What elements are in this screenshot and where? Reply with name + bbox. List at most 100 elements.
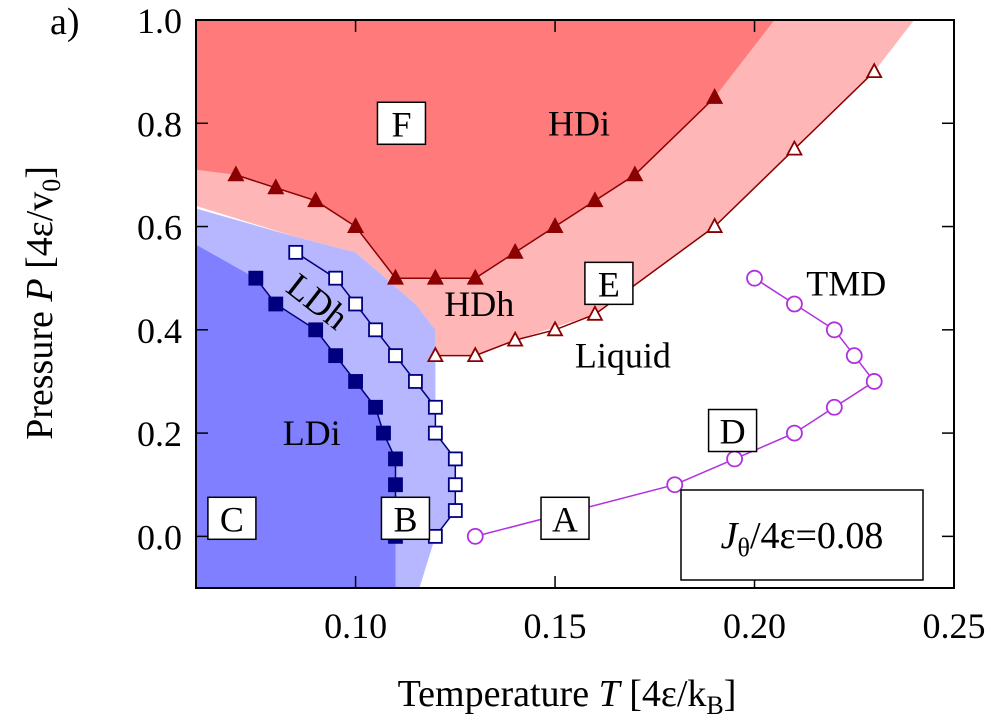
x-axis-label-prefix: Temperature bbox=[398, 673, 599, 715]
series-2-triangle-filled-marker bbox=[426, 268, 444, 285]
parameter-annotation-text: Jθ/4ε=0.08 bbox=[721, 515, 884, 562]
boxed-label-c: C bbox=[220, 499, 244, 539]
series-4-circle-open-marker bbox=[466, 527, 484, 545]
series-3-triangle-open-marker bbox=[785, 139, 803, 156]
series-3-triangle-open-marker bbox=[546, 320, 564, 337]
x-axis-label-unit: [4ε/k bbox=[620, 673, 707, 715]
series-2-triangle-filled-line bbox=[235, 96, 716, 279]
region-label-liquid: Liquid bbox=[575, 336, 671, 376]
parameter-annotation: Jθ/4ε=0.08 bbox=[680, 489, 924, 581]
series-1-square-open-marker bbox=[447, 503, 463, 518]
series-0-square-filled-marker bbox=[376, 425, 391, 441]
x-tick-label: 0.25 bbox=[923, 606, 986, 646]
series-2-triangle-filled-marker bbox=[267, 178, 285, 195]
y-axis-label-prefix: Pressure bbox=[19, 302, 61, 440]
boxed-label-f: F bbox=[391, 104, 411, 144]
series-3-triangle-open-marker bbox=[426, 346, 444, 363]
series-1-square-open-marker bbox=[447, 451, 463, 467]
y-axis-label-close: ] bbox=[19, 166, 61, 179]
series-3-triangle-open-marker bbox=[586, 304, 604, 321]
boxed-label-c-box bbox=[207, 496, 257, 541]
annotation-sub: θ bbox=[737, 533, 749, 562]
series-4-circle-open-marker bbox=[666, 476, 684, 494]
boxed-label-d-box bbox=[707, 408, 758, 453]
series-2-triangle-filled-marker bbox=[626, 165, 644, 182]
region-label-hdi: HDi bbox=[548, 103, 610, 143]
panel-label: a) bbox=[50, 1, 80, 43]
series-2-triangle-filled-marker bbox=[506, 242, 524, 259]
plot-frame bbox=[195, 19, 955, 589]
series-1-square-open-marker bbox=[288, 244, 304, 260]
series-1-square-open-marker bbox=[427, 425, 443, 441]
y-axis-label-sub: 0 bbox=[37, 179, 66, 192]
region-hdh bbox=[196, 20, 915, 356]
y-tick-label: 0.0 bbox=[137, 517, 182, 557]
series-4-circle-open-marker bbox=[825, 398, 843, 416]
boxed-label-e-box bbox=[584, 261, 634, 306]
series-1-square-open-marker bbox=[348, 296, 363, 312]
annotation-var: J bbox=[721, 515, 740, 557]
x-axis-label-var: T bbox=[599, 673, 623, 715]
series-2-triangle-filled-marker bbox=[307, 191, 325, 208]
region-label-ldi: LDi bbox=[283, 413, 341, 453]
series-0-square-filled-marker bbox=[268, 296, 284, 312]
series-3-triangle-open-marker bbox=[466, 346, 484, 363]
series-4-circle-open-marker bbox=[865, 373, 883, 390]
x-tick-label: 0.15 bbox=[524, 606, 587, 646]
series-2-triangle-filled-marker bbox=[227, 165, 245, 182]
series-4-circle-open-marker bbox=[726, 450, 743, 468]
series-1-square-open-marker bbox=[328, 270, 344, 286]
series-0-square-filled-marker bbox=[248, 270, 264, 286]
x-tick-label: 0.20 bbox=[723, 606, 786, 646]
y-axis-label-var: P bbox=[19, 278, 61, 302]
region-hdi bbox=[196, 20, 775, 279]
series-2-triangle-filled-marker bbox=[466, 268, 484, 285]
series-0-square-filled-marker bbox=[328, 348, 344, 364]
boxed-label-f-box bbox=[376, 101, 427, 146]
region-label-tmd: TMD bbox=[806, 263, 886, 303]
series-3-triangle-open-marker bbox=[706, 217, 724, 233]
series-4-circle-open-line bbox=[475, 277, 876, 538]
series-2-triangle-filled-marker bbox=[347, 217, 365, 233]
series-0-square-filled-marker bbox=[348, 374, 363, 389]
boxed-label-e: E bbox=[598, 264, 620, 304]
series-4-circle-open-marker bbox=[786, 424, 803, 442]
x-tick-label: 0.10 bbox=[324, 606, 387, 646]
series-4-circle-open-marker bbox=[825, 321, 843, 339]
series-4-circle-open-marker bbox=[746, 269, 763, 287]
series-0-square-filled-marker bbox=[388, 451, 403, 467]
series-0-square-filled-marker bbox=[388, 477, 403, 493]
annotation-rest: /4ε=0.08 bbox=[750, 515, 883, 557]
series-3-triangle-open-marker bbox=[506, 330, 524, 347]
series-1-square-open-marker bbox=[427, 399, 443, 415]
boxed-label-a-box bbox=[540, 496, 590, 541]
phase-regions bbox=[196, 20, 915, 588]
series-2-triangle-filled-marker bbox=[586, 191, 604, 208]
series-1-square-open-marker bbox=[368, 322, 383, 338]
x-axis-label-sub: B bbox=[706, 691, 723, 720]
series-2-triangle-filled-marker bbox=[386, 268, 404, 285]
region-ldh bbox=[196, 208, 456, 588]
series-1-square-open-marker bbox=[388, 348, 403, 364]
y-axis-label: Pressure P [4ε/v0] bbox=[19, 166, 66, 440]
series-1-square-open-marker bbox=[427, 528, 443, 544]
y-tick-label: 0.2 bbox=[137, 414, 182, 454]
parameter-annotation-box bbox=[680, 489, 924, 581]
series-0-square-filled-marker bbox=[368, 399, 383, 415]
series-0-square-filled-marker bbox=[308, 322, 324, 338]
series-4-circle-open-marker bbox=[845, 347, 863, 365]
boxed-label-a: A bbox=[552, 499, 578, 539]
y-tick-label: 0.8 bbox=[137, 104, 182, 144]
series-3-triangle-open-line bbox=[435, 71, 875, 357]
x-axis-label-close: ] bbox=[724, 673, 737, 715]
data-series bbox=[227, 62, 883, 545]
series-1-square-open-marker bbox=[447, 477, 463, 493]
x-axis-label: Temperature T [4ε/kB] bbox=[398, 673, 737, 720]
series-4-circle-open-marker bbox=[786, 295, 803, 313]
boxed-label-b-box bbox=[380, 496, 431, 541]
y-tick-label: 0.6 bbox=[137, 208, 182, 248]
y-tick-label: 0.4 bbox=[137, 311, 182, 351]
series-1-square-open-marker bbox=[408, 374, 423, 389]
